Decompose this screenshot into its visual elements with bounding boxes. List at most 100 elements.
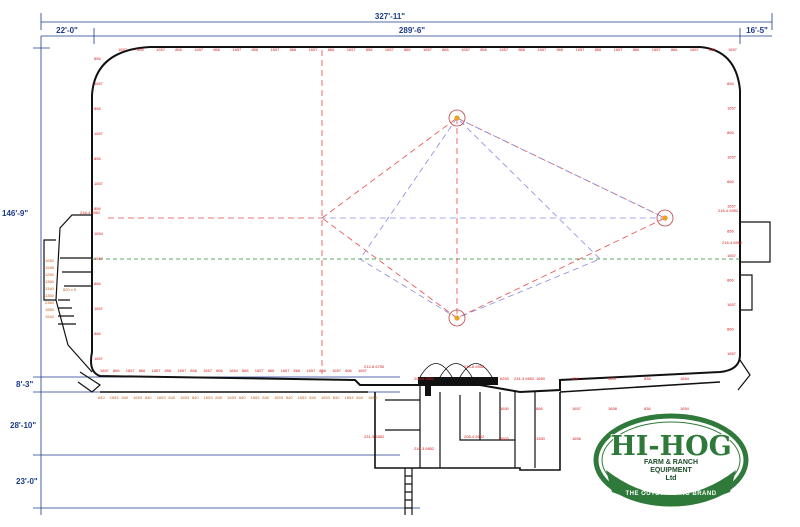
panel-code-corridor: 840 [333, 395, 340, 400]
panel-code-misc: 1658 [608, 406, 618, 411]
panel-code-top: 856 [366, 47, 373, 52]
panel-code-top: 1657 [309, 47, 319, 52]
panel-code-left: 856 [94, 156, 101, 161]
panel-code-bottom: 1657 [281, 368, 291, 373]
panel-code-right: 866 [727, 277, 734, 282]
chute-label: 820 x 5 [63, 287, 77, 292]
lower-label: 208-6 6552 [414, 376, 435, 381]
tub-arcs [419, 363, 493, 378]
panel-code-misc: 6553 [500, 436, 510, 441]
panel-code-right: 866 [727, 326, 734, 331]
stair-code: 1550 [45, 307, 55, 312]
panel-code-bottom: 1657 [177, 368, 187, 373]
panel-code-corridor: 1653 [345, 395, 355, 400]
panel-code-corridor: 840 [262, 395, 269, 400]
panel-code-bottom: 866 [139, 368, 146, 373]
panel-code-top: 1657 [385, 47, 395, 52]
panel-code-corridor: 840 [192, 395, 199, 400]
panel-code-top: 1657 [194, 47, 204, 52]
panel-code-bottom: 866 [216, 368, 223, 373]
lower-label: 231-3 6652 [514, 376, 535, 381]
panel-code-right: 856 [727, 81, 734, 86]
panel-code-bottom: 866 [190, 368, 197, 373]
lower-rooms [385, 380, 536, 468]
crowding-tub [418, 377, 498, 385]
lower-label: 212-6 6750 [364, 364, 385, 369]
logo-tagline: THE OUTSTANDING BRAND [625, 491, 716, 497]
panel-code-top: 856 [595, 47, 602, 52]
panel-code-misc: 836 [644, 406, 651, 411]
panel-code-top: 1657 [271, 47, 281, 52]
panel-code-misc: 1550 [536, 436, 546, 441]
panel-code-top: 866 [290, 47, 297, 52]
exit-stair [404, 468, 413, 515]
left-gate-label: 216-4 6952 [80, 210, 101, 215]
panel-code-top: 866 [213, 47, 220, 52]
panel-code-corridor: 1653 [321, 395, 331, 400]
right-gate-label: 216-4 6952 [718, 208, 739, 213]
panel-code-top: 1657 [728, 47, 738, 52]
left-offset-label: 22'-0" [56, 26, 78, 35]
panel-code-left: 1657 [94, 131, 104, 136]
panel-code-corridor: 1653 [251, 395, 261, 400]
panel-code-top: 1657 [232, 47, 242, 52]
tub-gate [425, 386, 431, 396]
overall-width-label: 327'-11" [375, 12, 405, 21]
panel-code-corridor: 840 [98, 395, 105, 400]
panel-code-bottom: 1654 [229, 368, 239, 373]
panel-code-bottom: 856 [319, 368, 326, 373]
panel-code-top: 1657 [461, 47, 471, 52]
panel-code-right: 1657 [727, 253, 737, 258]
panel-code-corridor: 840 [168, 395, 175, 400]
left-chute [43, 214, 101, 393]
panel-code-left: 866 [94, 281, 101, 286]
panel-code-corridor: 1653 [110, 395, 120, 400]
panel-code-corridor: 840 [215, 395, 222, 400]
panel-code-top: 856 [251, 47, 258, 52]
panel-code-misc: 836 [644, 376, 651, 381]
panel-code-corridor: 1653 [298, 395, 308, 400]
stair-code: 1540 [45, 314, 55, 319]
panel-code-top: 866 [175, 47, 182, 52]
panel-code-misc: 1654 [680, 406, 690, 411]
panel-code-misc: 1656 [572, 436, 582, 441]
panel-code-top: 1657 [156, 47, 166, 52]
panel-code-bottom: 1657 [126, 368, 136, 373]
stair-code: 1340 [45, 286, 55, 291]
panel-code-corridor: 840 [145, 395, 152, 400]
pivot-points [448, 109, 674, 327]
stair-code: 1360 [45, 279, 55, 284]
left-panel-codes: 8561657856165785616578561654165786616578… [94, 56, 104, 361]
panel-code-top: 1657 [652, 47, 662, 52]
panel-code-top: 866 [404, 47, 411, 52]
panel-code-corridor: 1653 [180, 395, 190, 400]
panel-code-top: 1657 [499, 47, 509, 52]
panel-code-top: 866 [442, 47, 449, 52]
panel-code-top: 856 [709, 47, 716, 52]
logo-line3: Ltd [666, 475, 677, 482]
panel-code-corridor: 1653 [133, 395, 143, 400]
panel-code-top: 1657 [537, 47, 547, 52]
row-height-1-label: 8'-3" [16, 380, 33, 389]
panel-code-misc: 1654 [680, 376, 690, 381]
lower-label: 214-6 6952 [464, 364, 485, 369]
panel-code-corridor: 1653 [204, 395, 214, 400]
panel-code-right: 1657 [727, 106, 737, 111]
panel-code-corridor: 840 [239, 395, 246, 400]
panel-code-top: 1657 [576, 47, 586, 52]
panel-code-bottom: 866 [345, 368, 352, 373]
panel-code-left: 1657 [94, 181, 104, 186]
right-offset-label: 16'-5" [746, 26, 768, 35]
panel-code-right: 1657 [727, 351, 737, 356]
panel-code-corridor: 1653 [274, 395, 284, 400]
stair-code: 1558 [45, 265, 55, 270]
right-panel-codes: 8561657866165786616578561657866165786616… [727, 81, 737, 356]
panel-code-misc: 866 [536, 406, 543, 411]
panel-code-misc: 1650 [536, 376, 546, 381]
panel-code-top: 866 [518, 47, 525, 52]
panel-code-bottom: 1657 [306, 368, 316, 373]
panel-code-corridor: 1653 [227, 395, 237, 400]
